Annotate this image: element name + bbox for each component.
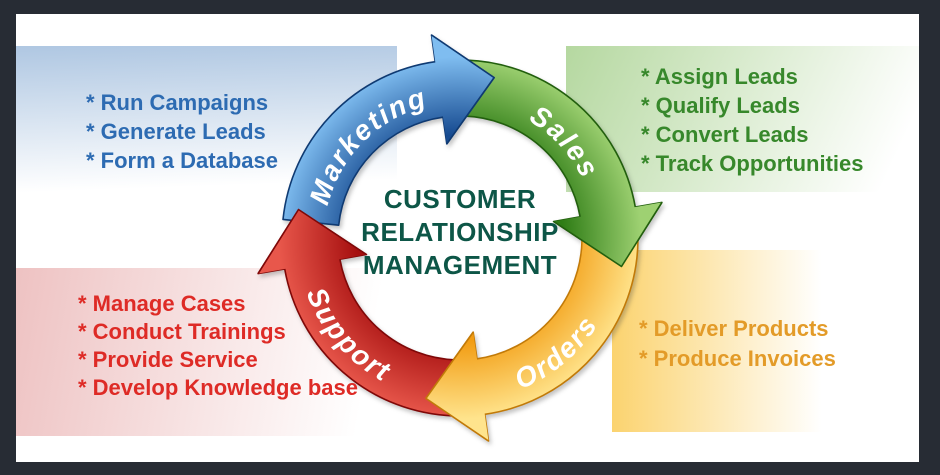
sales-task-item: * Convert Leads bbox=[641, 122, 809, 147]
sales-panel-background bbox=[566, 46, 922, 192]
support-arrowhead bbox=[257, 208, 367, 275]
orders-task-list: * Deliver Products * Produce Invoices bbox=[639, 314, 836, 374]
diagram-title: CUSTOMER RELATIONSHIP MANAGEMENT bbox=[361, 184, 559, 280]
sales-task-item: * Qualify Leads bbox=[641, 93, 800, 118]
marketing-arrowhead bbox=[431, 34, 495, 145]
support-task-list: * Manage Cases * Conduct Trainings * Provi… bbox=[78, 290, 358, 402]
marketing-task-list: * Run Campaigns * Generate Leads * Form a … bbox=[86, 88, 278, 175]
sales-task-item: * Assign Leads bbox=[641, 64, 798, 89]
sales-arrowhead bbox=[553, 201, 663, 268]
orders-task-item: * Produce Invoices bbox=[639, 346, 836, 371]
marketing-task-item: * Run Campaigns bbox=[86, 90, 269, 115]
orders-task-item: * Deliver Products bbox=[639, 316, 829, 341]
marketing-task-item: * Generate Leads bbox=[86, 119, 266, 144]
support-task-item: * Develop Knowledge base bbox=[78, 375, 358, 400]
orders-arrowhead bbox=[425, 331, 489, 442]
sales-task-item: * Track Opportunities bbox=[641, 151, 864, 176]
support-task-item: * Provide Service bbox=[78, 347, 258, 372]
sales-task-list: * Assign Leads * Qualify Leads * Convert L… bbox=[641, 62, 864, 178]
support-task-item: * Conduct Trainings bbox=[78, 319, 286, 344]
orders-panel-background bbox=[612, 250, 845, 432]
support-task-item: * Manage Cases bbox=[78, 291, 246, 316]
marketing-task-item: * Form a Database bbox=[86, 148, 278, 173]
